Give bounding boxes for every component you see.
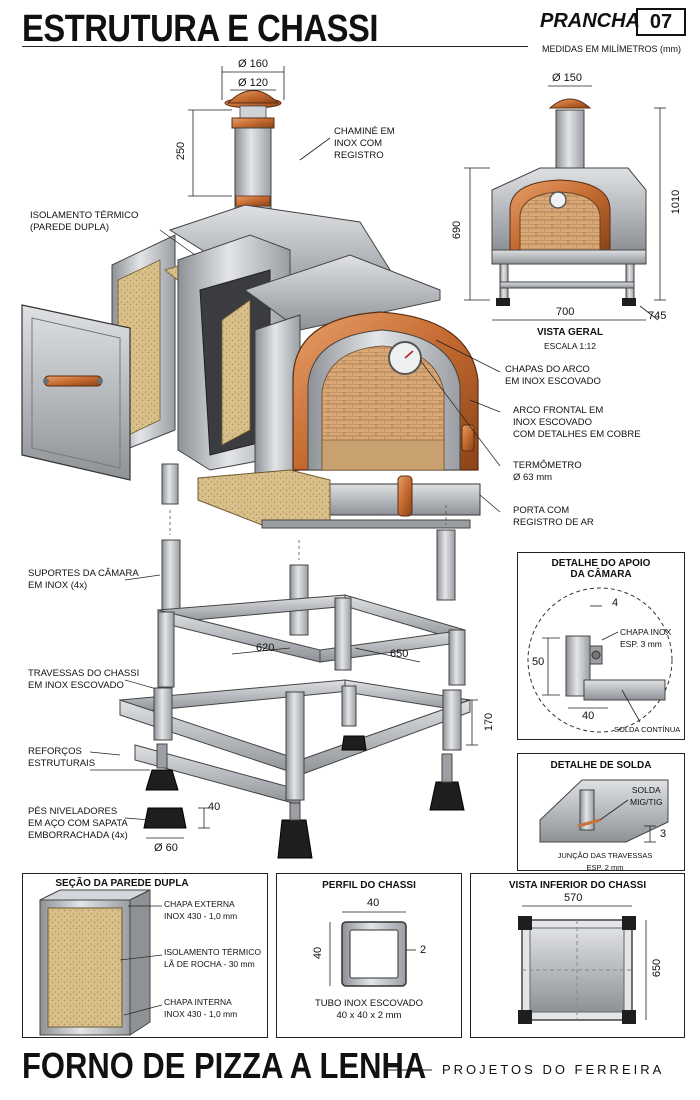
page-title: ESTRUTURA E CHASSI xyxy=(22,8,379,50)
sheet-label: PRANCHA xyxy=(540,10,640,32)
dim-leg-height: 170 xyxy=(483,712,496,732)
support-dim-width: 40 xyxy=(582,710,595,722)
tube-height: 40 xyxy=(312,946,325,960)
side-door xyxy=(21,304,131,481)
dim-chimney-height: 250 xyxy=(175,141,188,161)
tube-profile-title: PERFIL DO CHASSI xyxy=(322,880,416,891)
overview-depth: 745 xyxy=(648,310,667,322)
panel-wall-section xyxy=(22,873,268,1038)
chassis-bottom-width: 570 xyxy=(564,892,583,904)
support-detail-drawing xyxy=(527,587,673,733)
tube-width: 40 xyxy=(367,897,380,909)
overview-chimney-diameter: Ø 150 xyxy=(552,72,582,84)
chassis-bottom-drawing xyxy=(518,916,636,1024)
leveling-feet xyxy=(143,735,465,859)
panel-support-detail xyxy=(517,552,685,740)
overview-title: VISTA GERAL xyxy=(536,327,604,338)
overview-oven xyxy=(491,98,647,306)
footer-brand: PROJETOS DO FERREIRA xyxy=(442,1062,665,1077)
panel-tube-profile xyxy=(276,873,462,1038)
wall-section-drawing xyxy=(39,889,151,1036)
dim-foot-height: 40 xyxy=(208,801,221,813)
dim-foot-diameter: Ø 60 xyxy=(154,842,178,854)
footer-title: FORNO DE PIZZA A LENHA xyxy=(22,1045,427,1086)
weld-detail-drawing xyxy=(539,779,669,843)
chassis-upper-frame xyxy=(156,594,466,663)
overview-height-total: 1010 xyxy=(670,189,683,215)
overview-scale: ESCALA 1:12 xyxy=(544,341,596,351)
weld-detail-title: DETALHE DE SOLDA xyxy=(550,760,652,771)
wall-section-title: SEÇÃO DA PAREDE DUPLA xyxy=(55,878,189,889)
panel-weld-detail xyxy=(517,753,685,871)
tube-thickness: 2 xyxy=(420,944,427,956)
support-weld-note: SOLDA CONTÍNUA xyxy=(614,725,681,734)
sheet-number: 07 xyxy=(636,8,686,36)
chassis-bottom-depth: 650 xyxy=(651,958,664,978)
dim-chimney-inner: Ø 120 xyxy=(238,77,268,89)
dim-chimney-outer: Ø 160 xyxy=(238,58,268,70)
callout-insulation: ISOLAMENTO TÉRMICO(PAREDE DUPLA) xyxy=(30,210,139,233)
support-dim-height: 50 xyxy=(532,656,545,668)
overview-height-oven: 690 xyxy=(451,220,464,240)
overview-width: 700 xyxy=(556,306,575,318)
dim-chassis-width: 620 xyxy=(256,642,275,654)
header-rule xyxy=(22,46,528,47)
front-door-plate xyxy=(319,475,481,517)
panel-chassis-bottom xyxy=(470,873,685,1038)
front-arch xyxy=(292,311,479,471)
chassis-bottom-title: VISTA INFERIOR DO CHASSI xyxy=(508,880,647,891)
dim-chassis-depth: 650 xyxy=(390,648,409,660)
units-note: MEDIDAS EM MILÍMETROS (mm) xyxy=(542,44,681,54)
weld-dim: 3 xyxy=(660,828,667,840)
support-dim-thickness: 4 xyxy=(612,597,619,609)
tube-profile-drawing xyxy=(341,921,407,987)
